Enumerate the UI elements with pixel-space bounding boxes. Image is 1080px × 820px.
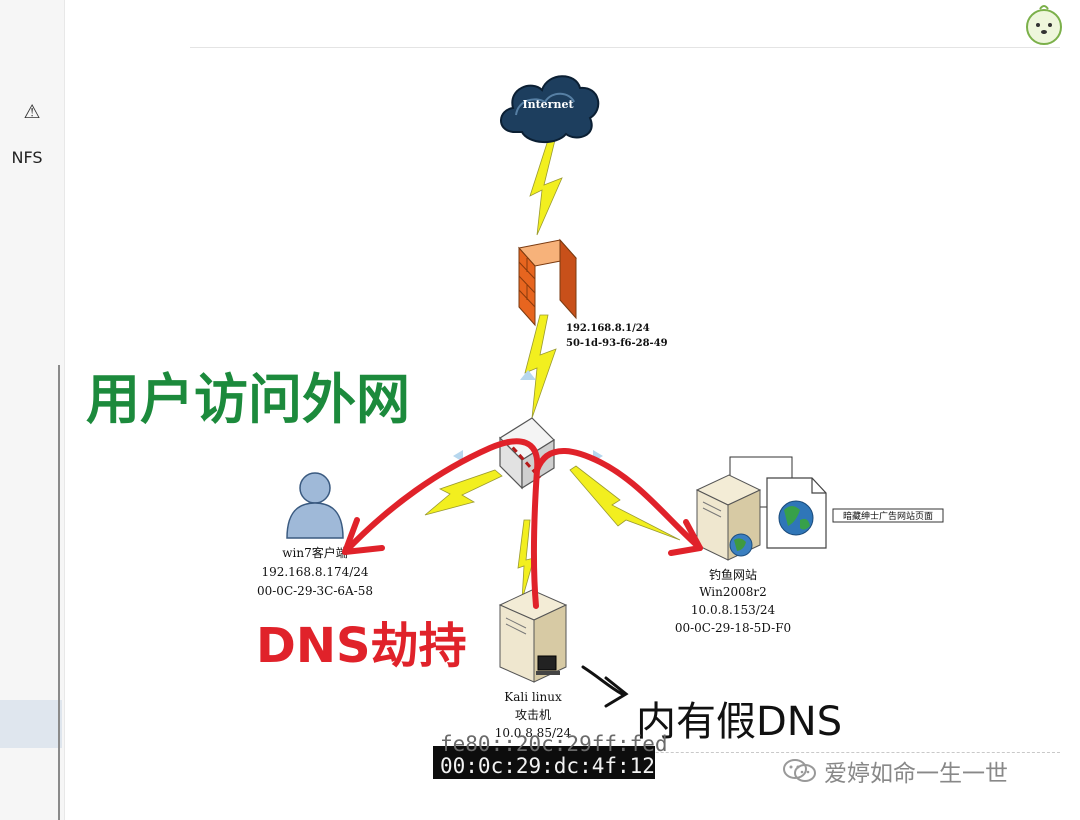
fake-dns-annotation: 内有假DNS — [636, 699, 842, 745]
client-mac: 00-0C-29-3C-6A-58 — [257, 584, 373, 598]
attacker-name: Kali linux — [504, 690, 562, 704]
attacker-server-icon — [498, 589, 568, 683]
bottom-divider — [445, 752, 1060, 753]
client-name: win7客户端 — [282, 545, 347, 560]
dns-hijack-annotation: DNS劫持 — [256, 618, 467, 674]
terminal-partial-line: fe80::20c:29ff:fed — [440, 732, 668, 756]
sidebar-selected-item[interactable] — [0, 700, 62, 748]
scrollbar[interactable] — [58, 365, 60, 820]
watermark: 爱婷如命一生一世 — [782, 756, 1008, 787]
web-page-icon — [766, 477, 827, 549]
left-sidebar: ⚠ NFS — [0, 0, 65, 820]
sidebar-item-nfs[interactable]: NFS — [11, 148, 43, 167]
user-access-annotation: 用户访问外网 — [86, 368, 410, 431]
terminal-snippet — [433, 746, 655, 779]
phishing-ip: 10.0.8.153/24 — [691, 603, 776, 617]
warning-icon[interactable]: ⚠ — [23, 101, 41, 123]
internet-label: Internet — [522, 98, 574, 111]
phishing-os: Win2008r2 — [699, 585, 767, 599]
web-server-icon — [695, 456, 793, 561]
firewall-mac: 50-1d-93-f6-28-49 — [566, 338, 668, 349]
terminal-mac-address: 00:0c:29:dc:4f:12 — [440, 754, 655, 778]
top-divider — [190, 47, 1060, 48]
attacker-ip: 10.0.8.85/24 — [495, 726, 572, 740]
phishing-mac: 00-0C-29-18-5D-F0 — [675, 621, 791, 635]
phishing-name: 钓鱼网站 — [709, 568, 757, 582]
wechat-icon — [783, 759, 816, 782]
lightning-links — [424, 139, 681, 601]
hijack-arrows — [342, 438, 703, 609]
firewall-ip: 192.168.8.1/24 — [566, 323, 650, 334]
phishing-page-label-box — [832, 508, 944, 523]
watermark-text: 爱婷如命一生一世 — [824, 761, 1008, 787]
phishing-page-label: 暗藏绅士广告网站页面 — [843, 510, 933, 522]
user-icon — [286, 472, 344, 539]
attacker-role: 攻击机 — [515, 708, 551, 722]
fake-dns-arrow — [581, 665, 629, 708]
client-ip: 192.168.8.174/24 — [261, 565, 368, 579]
firewall-icon — [518, 238, 577, 327]
internet-cloud-icon — [500, 75, 600, 143]
mascot-avatar-icon[interactable] — [1022, 2, 1066, 46]
